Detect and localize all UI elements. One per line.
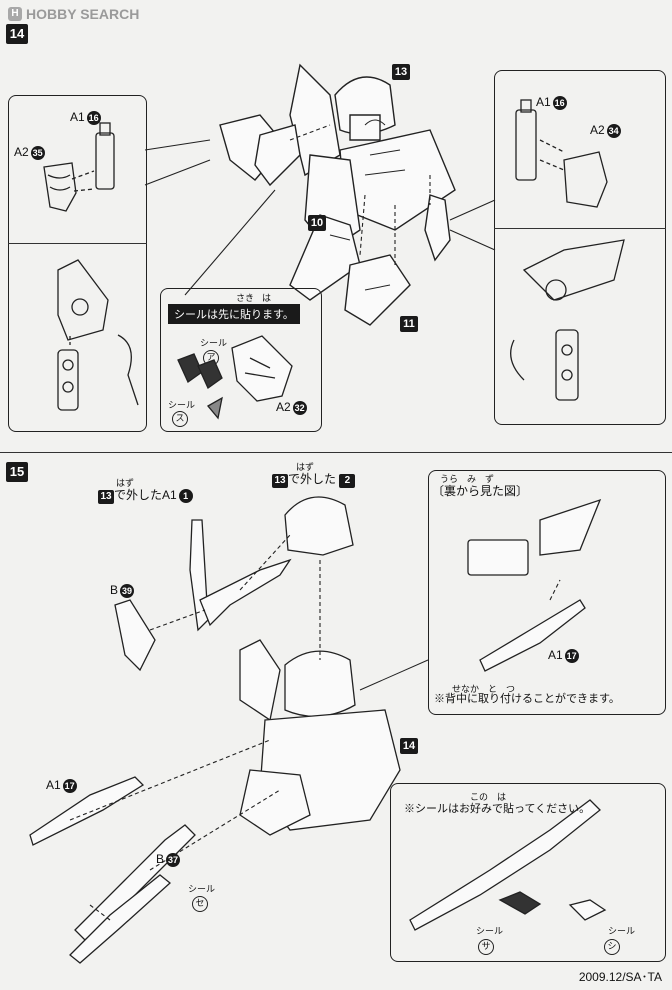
watermark-text: HOBBY SEARCH xyxy=(26,6,140,22)
watermark: H HOBBY SEARCH xyxy=(8,6,139,22)
back-view-furigana: うら み ず xyxy=(440,475,495,485)
sticker-shi-caption: シール xyxy=(608,927,636,937)
removed-a1-furigana: はず xyxy=(116,479,135,489)
sticker-a-caption: シール xyxy=(200,339,228,349)
sticker-se-badge: セ xyxy=(192,893,208,912)
sticker-sa-badge: サ xyxy=(478,936,494,955)
optional-note: ※シールはお好みで貼ってください。 xyxy=(404,803,591,815)
notice-furigana-2: は xyxy=(262,294,272,304)
step-divider xyxy=(0,452,672,453)
sticker-box-illustration xyxy=(177,335,293,420)
back-view-title: 〔裏から見た図〕 xyxy=(432,484,529,498)
left-box-divider xyxy=(8,243,147,244)
part-11-badge: 11 xyxy=(400,316,418,332)
notice-furigana-1: さき xyxy=(236,294,255,304)
sticker-su-caption: シール xyxy=(168,401,196,411)
step-15-badge: 15 xyxy=(6,462,28,482)
part-13-badge: 13 xyxy=(392,64,410,80)
step14-left-detail-box xyxy=(8,95,147,432)
optional-sticker-box xyxy=(390,783,666,962)
sticker-se-caption: シール xyxy=(188,885,216,895)
footer-code: 2009.12/SA･TA xyxy=(578,970,662,984)
back-view-note: ※背中に取り付けることができます。 xyxy=(434,693,620,705)
back-view-box xyxy=(428,470,666,715)
sticker-first-box xyxy=(160,288,322,432)
back-view-note-furigana: せなか と つ xyxy=(452,685,516,695)
step-14-badge: 14 xyxy=(6,24,28,44)
step14-right-detail-box xyxy=(494,70,666,425)
sticker-first-notice: シールは先に貼ります。 xyxy=(168,304,300,324)
left-box-illustration xyxy=(43,122,139,411)
sticker-su-badge: ス xyxy=(172,408,188,427)
step14-robot-illustration xyxy=(219,63,456,326)
right-box-divider xyxy=(494,228,666,229)
removed-2-furigana: はず xyxy=(296,463,315,473)
sticker-shi-badge: シ xyxy=(604,936,620,955)
right-box-illustration xyxy=(510,99,625,401)
watermark-logo-icon: H xyxy=(8,7,22,21)
optional-note-furigana: この は xyxy=(470,793,507,803)
sticker-sa-caption: シール xyxy=(476,927,504,937)
part-14-badge: 14 xyxy=(400,738,418,754)
part-10-badge: 10 xyxy=(308,215,326,231)
